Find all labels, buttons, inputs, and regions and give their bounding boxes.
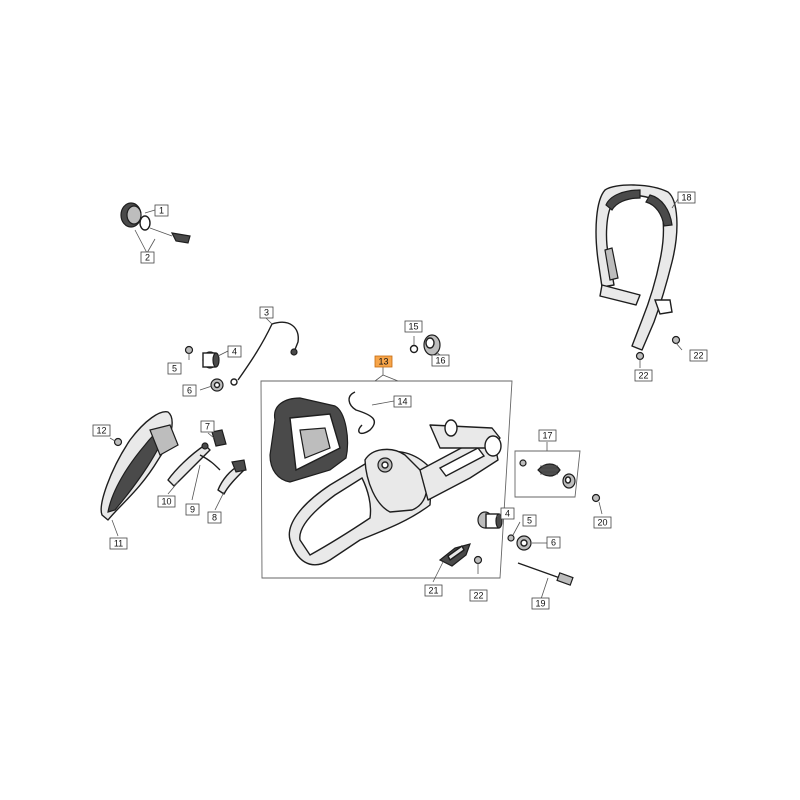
svg-text:22: 22 — [693, 351, 703, 361]
svg-text:7: 7 — [205, 422, 210, 432]
front-handle-part[interactable] — [595, 184, 678, 351]
svg-text:4: 4 — [232, 347, 237, 357]
label-2: 2 — [140, 251, 155, 264]
svg-text:5: 5 — [172, 364, 177, 374]
svg-text:22: 22 — [638, 371, 648, 381]
label-9: 9 — [185, 503, 200, 516]
oil-cap-part[interactable] — [120, 202, 191, 244]
screw-right-part[interactable] — [507, 521, 521, 542]
label-4-right: 4 — [500, 507, 515, 520]
svg-text:2: 2 — [145, 253, 150, 263]
label-4-left: 4 — [227, 345, 242, 358]
label-6-left: 6 — [182, 384, 197, 397]
screw-22-front-a-part[interactable] — [635, 351, 645, 369]
svg-text:17: 17 — [542, 431, 552, 441]
fuel-hose-part[interactable] — [348, 391, 375, 435]
label-10: 10 — [157, 495, 176, 508]
svg-text:5: 5 — [527, 516, 532, 526]
screw-22-bottom-part[interactable] — [473, 555, 483, 575]
label-22-front-b: 22 — [689, 349, 708, 362]
label-6-right: 6 — [546, 536, 561, 549]
svg-text:6: 6 — [187, 386, 192, 396]
label-20: 20 — [593, 516, 612, 529]
vibration-damper-17-part[interactable] — [519, 459, 576, 489]
clip-15-part[interactable] — [409, 336, 419, 354]
trigger-lever-part[interactable] — [167, 442, 211, 487]
grommet-16-part[interactable] — [423, 334, 441, 356]
svg-text:12: 12 — [96, 426, 106, 436]
label-15: 15 — [404, 320, 423, 333]
screw-left-part[interactable] — [184, 345, 194, 361]
svg-text:11: 11 — [114, 539, 123, 549]
spring-part[interactable] — [199, 429, 227, 471]
throttle-trigger-part[interactable] — [217, 459, 247, 495]
svg-text:9: 9 — [190, 505, 195, 515]
housing-13-part[interactable] — [269, 397, 502, 566]
throttle-rod-part[interactable] — [230, 321, 299, 386]
label-8: 8 — [207, 511, 222, 524]
svg-text:8: 8 — [212, 513, 217, 523]
label-11: 11 — [109, 537, 128, 550]
svg-text:13: 13 — [378, 357, 388, 367]
svg-text:22: 22 — [473, 591, 483, 601]
screw-22-front-b-part[interactable] — [671, 335, 683, 351]
label-14: 14 — [393, 395, 412, 408]
svg-text:6: 6 — [551, 538, 556, 548]
bracket-21-part[interactable] — [438, 543, 471, 567]
bushing-right-part[interactable] — [477, 511, 503, 529]
side-cover-part[interactable] — [100, 411, 179, 521]
bushing-left-part[interactable] — [202, 351, 220, 369]
label-19: 19 — [531, 597, 550, 610]
label-21: 21 — [424, 584, 443, 597]
svg-text:20: 20 — [597, 518, 607, 528]
shaft-19-part[interactable] — [517, 562, 574, 586]
svg-text:16: 16 — [435, 356, 445, 366]
label-16: 16 — [431, 354, 450, 367]
label-1: 1 — [154, 204, 169, 217]
label-18: 18 — [677, 191, 696, 204]
label-3: 3 — [259, 306, 274, 319]
svg-text:18: 18 — [681, 193, 691, 203]
label-13: 13 — [374, 355, 393, 368]
svg-text:14: 14 — [397, 397, 407, 407]
svg-text:19: 19 — [535, 599, 545, 609]
label-17: 17 — [538, 429, 557, 442]
nut-left-part[interactable] — [210, 378, 224, 392]
label-5-left: 5 — [167, 362, 182, 375]
svg-text:4: 4 — [505, 509, 510, 519]
screw-20-part[interactable] — [591, 493, 603, 515]
label-12: 12 — [92, 424, 111, 437]
svg-text:3: 3 — [264, 308, 269, 318]
svg-text:10: 10 — [161, 497, 171, 507]
label-5-right: 5 — [522, 514, 537, 527]
svg-text:1: 1 — [159, 206, 164, 216]
svg-text:21: 21 — [428, 586, 438, 596]
svg-text:15: 15 — [408, 322, 418, 332]
nut-right-part[interactable] — [516, 535, 532, 551]
label-22-bottom: 22 — [469, 589, 488, 602]
screw-12-part[interactable] — [109, 437, 123, 447]
label-7: 7 — [200, 420, 215, 433]
label-22-front-a: 22 — [634, 369, 653, 382]
